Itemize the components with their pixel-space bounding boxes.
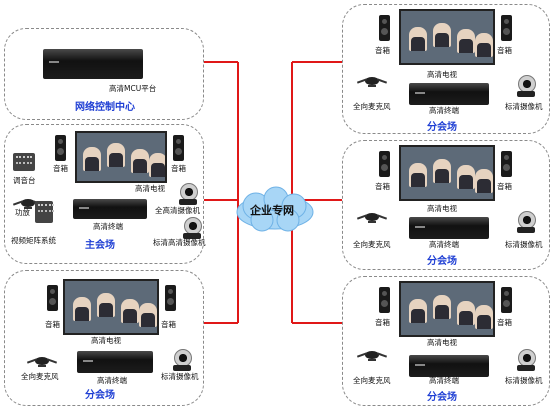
- main-camera-bottom: [181, 217, 203, 239]
- r3-speaker-right-label: 音箱: [497, 318, 512, 327]
- r3-codec-label: 高清终端: [429, 376, 459, 385]
- bl-camera: [171, 349, 193, 371]
- r1-camera: [515, 75, 537, 97]
- r1-tv-label: 高清电视: [427, 70, 457, 79]
- bl-codec-label: 高清终端: [97, 376, 127, 385]
- r3-speaker-left-label: 音箱: [375, 318, 390, 327]
- video-matrix-label: 视频矩阵系统: [11, 236, 56, 245]
- r1-tv: [399, 9, 495, 65]
- mixer-label: 调音台: [13, 176, 36, 185]
- main-speaker-right-label: 音箱: [171, 164, 186, 173]
- r3-mic: [356, 349, 388, 361]
- bl-speaker-left: [47, 285, 58, 311]
- r1-mic: [356, 75, 388, 87]
- bl-camera-label: 标清摄像机: [161, 372, 199, 381]
- main-tv: [75, 131, 167, 183]
- main-codec-label: 高清终端: [93, 222, 123, 231]
- r2-speaker-left: [379, 151, 390, 177]
- main-camera-top-label: 全高清摄像机: [155, 206, 200, 215]
- control-center-box: 高清MCU平台 网络控制中心: [4, 28, 204, 120]
- r3-camera: [515, 349, 537, 371]
- r1-mic-label: 全向麦克风: [353, 102, 391, 111]
- main-tv-label: 高清电视: [135, 184, 165, 193]
- r2-title: 分会场: [427, 256, 457, 267]
- control-center-title: 网络控制中心: [75, 102, 135, 113]
- r2-tv-label: 高清电视: [427, 204, 457, 213]
- bl-tv: [63, 279, 159, 335]
- r1-speaker-left: [379, 15, 390, 41]
- cloud-icon: [236, 186, 314, 232]
- r3-speaker-right: [501, 287, 512, 313]
- main-speaker-left: [55, 135, 66, 161]
- main-speaker-right: [173, 135, 184, 161]
- bl-tv-label: 高清电视: [91, 336, 121, 345]
- branch-left-box: 音箱 高清电视 音箱 全向麦克风 高清终端 标清摄像机 分会场: [4, 270, 204, 406]
- r3-camera-label: 标清摄像机: [505, 376, 543, 385]
- mcu-label: 高清MCU平台: [109, 84, 157, 93]
- cloud-label: 企业专网: [250, 204, 294, 217]
- r3-tv: [399, 281, 495, 337]
- main-speaker-left-label: 音箱: [53, 164, 68, 173]
- bl-speaker-right: [165, 285, 176, 311]
- r2-speaker-left-label: 音箱: [375, 182, 390, 191]
- r2-mic: [356, 211, 388, 223]
- r1-camera-label: 标清摄像机: [505, 102, 543, 111]
- main-site-box: 调音台 音箱 高清电视 音箱 功放 视频矩阵系统 高清终端 全高清摄像机 标清高…: [4, 124, 206, 264]
- mcu-device: [43, 49, 143, 79]
- main-camera-top: [177, 183, 199, 205]
- r1-speaker-left-label: 音箱: [375, 46, 390, 55]
- r1-codec-label: 高清终端: [429, 106, 459, 115]
- r3-mic-label: 全向麦克风: [353, 376, 391, 385]
- r1-speaker-right: [501, 15, 512, 41]
- main-site-title: 主会场: [85, 240, 115, 251]
- r3-title: 分会场: [427, 392, 457, 403]
- r2-camera-label: 标清摄像机: [505, 240, 543, 249]
- r2-tv: [399, 145, 495, 201]
- r1-title: 分会场: [427, 122, 457, 133]
- r2-speaker-right: [501, 151, 512, 177]
- mixer-device: [13, 153, 35, 171]
- r2-camera: [515, 211, 537, 233]
- r3-speaker-left: [379, 287, 390, 313]
- bl-title: 分会场: [85, 390, 115, 401]
- bl-speaker-left-label: 音箱: [45, 320, 60, 329]
- r2-speaker-right-label: 音箱: [497, 182, 512, 191]
- bl-mic-label: 全向麦克风: [21, 372, 59, 381]
- r2-codec-device: [409, 217, 489, 239]
- bl-codec-device: [77, 351, 153, 373]
- r3-tv-label: 高清电视: [427, 338, 457, 347]
- r2-mic-label: 全向麦克风: [353, 240, 391, 249]
- bl-speaker-right-label: 音箱: [161, 320, 176, 329]
- amplifier-device: [12, 197, 44, 209]
- r3-codec-device: [409, 355, 489, 377]
- enterprise-network-cloud: 企业专网: [232, 186, 318, 236]
- r1-speaker-right-label: 音箱: [497, 46, 512, 55]
- branch-r2-box: 音箱 高清电视 音箱 全向麦克风 高清终端 标清摄像机 分会场: [342, 140, 550, 270]
- amplifier-label: 功放: [15, 208, 30, 217]
- r2-codec-label: 高清终端: [429, 240, 459, 249]
- main-codec-device: [73, 199, 147, 219]
- bl-mic: [26, 355, 58, 367]
- branch-r1-box: 音箱 高清电视 音箱 全向麦克风 高清终端 标清摄像机 分会场: [342, 4, 550, 134]
- main-camera-bottom-label: 标清高清摄像机: [153, 238, 206, 247]
- r1-codec-device: [409, 83, 489, 105]
- video-matrix-device: [35, 201, 54, 223]
- branch-r3-box: 音箱 高清电视 音箱 全向麦克风 高清终端 标清摄像机 分会场: [342, 276, 550, 406]
